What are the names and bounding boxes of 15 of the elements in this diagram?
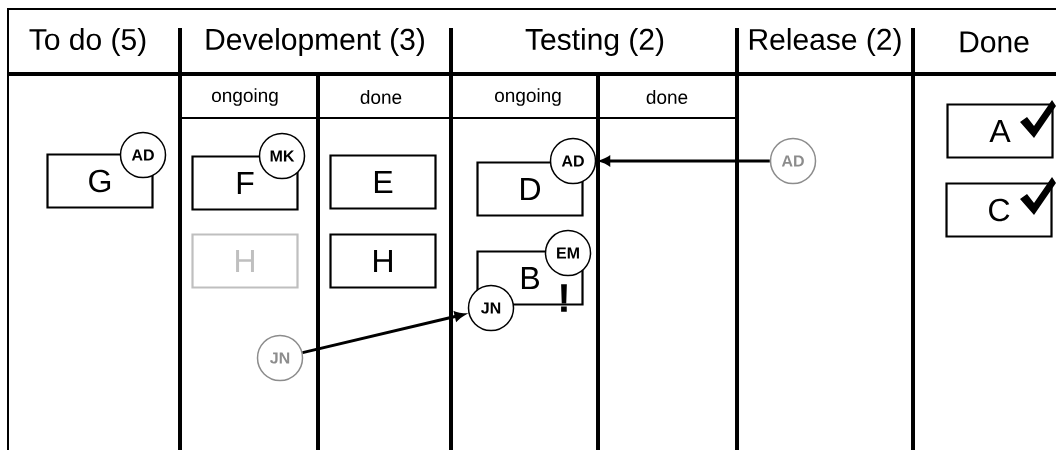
task-card: E [329,154,437,210]
task-card: C [945,182,1053,238]
column-heading: Development (3) [206,28,424,56]
subcolumn-heading: ongoing [212,88,278,106]
column-heading: To do (5) [29,28,146,56]
column-heading: Testing (2) [525,28,664,56]
subcolumn-heading: done [360,90,402,104]
subcolumn-heading: ongoing [495,88,561,106]
arrow [599,156,770,166]
column-heading: Release (2) [749,28,901,56]
task-card: H [191,233,299,289]
subcolumn-heading: done [646,90,688,104]
task-card: H [329,233,437,289]
column-heading: Done [960,31,1029,53]
task-card: A [946,103,1054,159]
